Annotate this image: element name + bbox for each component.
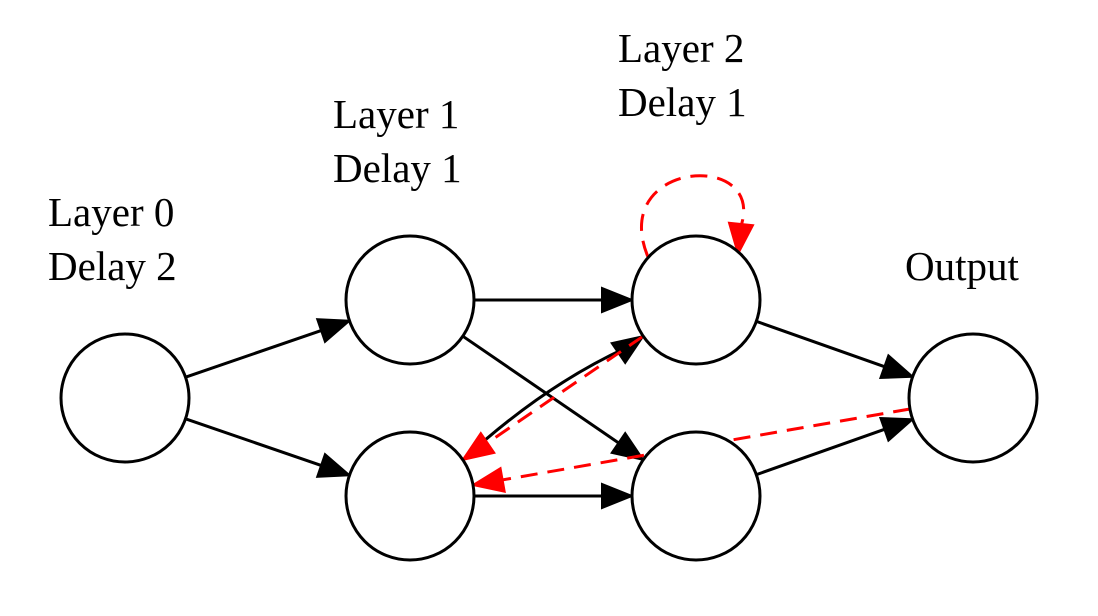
layer1-delay: Delay 1 — [333, 145, 462, 191]
recurrent-edge-nout-to-n1b-arrowhead — [470, 466, 506, 493]
layer1-name: Layer 1 — [333, 91, 459, 137]
output-name: Output — [905, 243, 1020, 289]
recurrent-edge-n2a-to-n2a-arrowhead — [727, 221, 755, 257]
node-n1b — [344, 430, 476, 562]
edge-n2a-to-nout — [755, 319, 895, 372]
layer0-delay: Delay 2 — [48, 243, 177, 289]
edge-n1a-to-n2a-arrowhead — [601, 286, 635, 314]
nodes-layer — [59, 234, 1039, 562]
edges-layer — [185, 174, 916, 510]
layer1-label: Layer 1 Delay 1 — [333, 91, 462, 191]
layer2-name: Layer 2 — [618, 25, 744, 71]
edge-n0-to-n1a — [185, 325, 332, 379]
edge-n1b-to-n2b-arrowhead — [601, 482, 635, 510]
recurrent-edge-n2a-to-n1b-arrowhead — [460, 431, 496, 462]
recurrent-edge-n2a-to-n1b — [478, 334, 645, 450]
edge-n2b-to-nout-arrowhead — [878, 416, 916, 443]
node-n2b — [630, 430, 762, 562]
node-n1a — [344, 234, 476, 366]
recurrent-edge-nout-to-n1b — [492, 407, 911, 484]
node-nout — [907, 332, 1039, 464]
edge-n0-to-n1a-arrowhead — [315, 318, 353, 344]
output-label: Output — [905, 243, 1020, 289]
node-n0 — [59, 332, 191, 464]
node-n2a — [630, 234, 762, 366]
edge-n1a-to-n2b — [461, 334, 628, 450]
edge-n0-to-n1b — [185, 417, 332, 471]
recurrent-edge-n2a-to-n2a — [640, 174, 745, 258]
layer2-label: Layer 2 Delay 1 — [618, 25, 747, 125]
edge-n2b-to-nout — [755, 424, 895, 477]
edge-n0-to-n1b-arrowhead — [315, 452, 353, 478]
layer0-name: Layer 0 — [48, 189, 174, 235]
layer0-label: Layer 0 Delay 2 — [48, 189, 177, 289]
edge-n2a-to-nout-arrowhead — [878, 353, 916, 380]
edge-n1a-to-n2b-arrowhead — [610, 431, 646, 462]
layer2-delay: Delay 1 — [618, 79, 747, 125]
